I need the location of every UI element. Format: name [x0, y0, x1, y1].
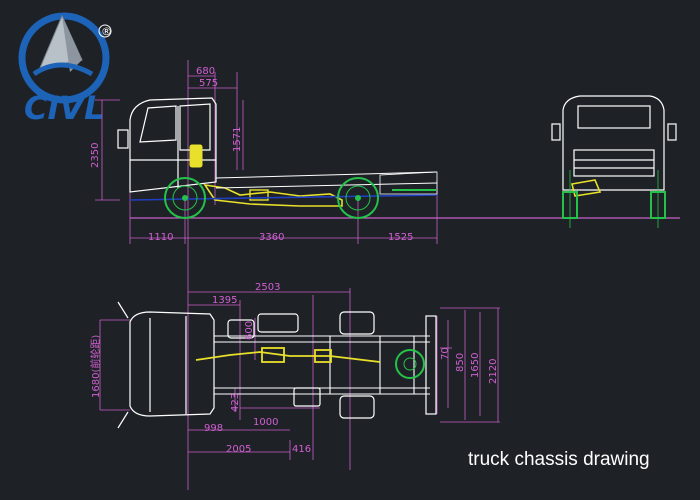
dim-3360: 3360 — [259, 232, 284, 243]
side-view: 680 575 2350 1571 1110 3360 1525 — [90, 60, 680, 490]
dim-1110: 1110 — [148, 232, 173, 243]
registered-mark: ® — [101, 25, 112, 38]
drawing-caption: truck chassis drawing — [468, 449, 650, 470]
dim-1000: 1000 — [253, 417, 278, 428]
dim-416: 416 — [292, 444, 311, 455]
front-view — [551, 95, 677, 228]
dim-2005: 2005 — [226, 444, 251, 455]
dim-2350: 2350 — [90, 143, 101, 168]
rear-axle-differential — [395, 349, 425, 379]
dim-423: 423 — [230, 393, 241, 412]
front-wheel — [164, 177, 206, 219]
plan-view: 2503 1395 600 1680(前轮距) 423 1000 998 200… — [89, 282, 500, 470]
dim-1680: 1680(前轮距) — [89, 335, 102, 398]
dim-2120: 2120 — [488, 359, 499, 384]
dim-575: 575 — [199, 78, 218, 89]
dim-1525: 1525 — [388, 232, 413, 243]
dim-1571: 1571 — [232, 127, 243, 152]
dim-1650: 1650 — [470, 353, 481, 378]
dim-850: 850 — [455, 353, 466, 372]
dim-680: 680 — [196, 66, 215, 77]
dim-998: 998 — [204, 423, 223, 434]
dim-70: 70 — [440, 347, 451, 360]
civl-logo: CIVL ® — [18, 12, 112, 127]
logo-text: CIVL — [24, 89, 105, 127]
rear-wheel — [337, 177, 379, 219]
dim-2503: 2503 — [255, 282, 280, 293]
dim-600: 600 — [244, 321, 255, 340]
dim-1395: 1395 — [212, 295, 237, 306]
